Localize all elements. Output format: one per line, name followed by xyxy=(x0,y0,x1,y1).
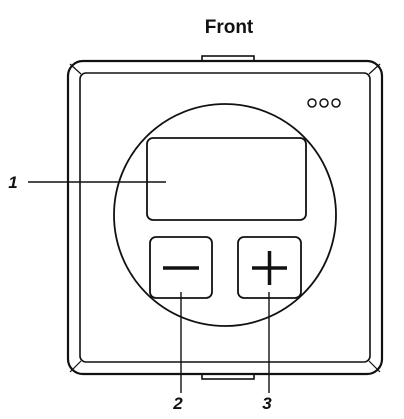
plus-button[interactable] xyxy=(237,236,302,299)
inner-frame xyxy=(79,72,371,363)
device-housing xyxy=(66,55,384,380)
three-circles-icon xyxy=(307,98,341,108)
callout-label-plus: 3 xyxy=(262,394,272,413)
plus-icon xyxy=(252,251,287,285)
callout-leaders xyxy=(28,181,270,393)
minus-button[interactable] xyxy=(149,236,213,299)
callout-label-minus: 2 xyxy=(172,394,183,413)
diagram-title: Front xyxy=(205,17,254,38)
lcd-display xyxy=(146,137,307,221)
outer-frame xyxy=(66,59,384,376)
callout-label-display: 1 xyxy=(8,173,17,192)
faceplate-ring xyxy=(113,103,337,327)
